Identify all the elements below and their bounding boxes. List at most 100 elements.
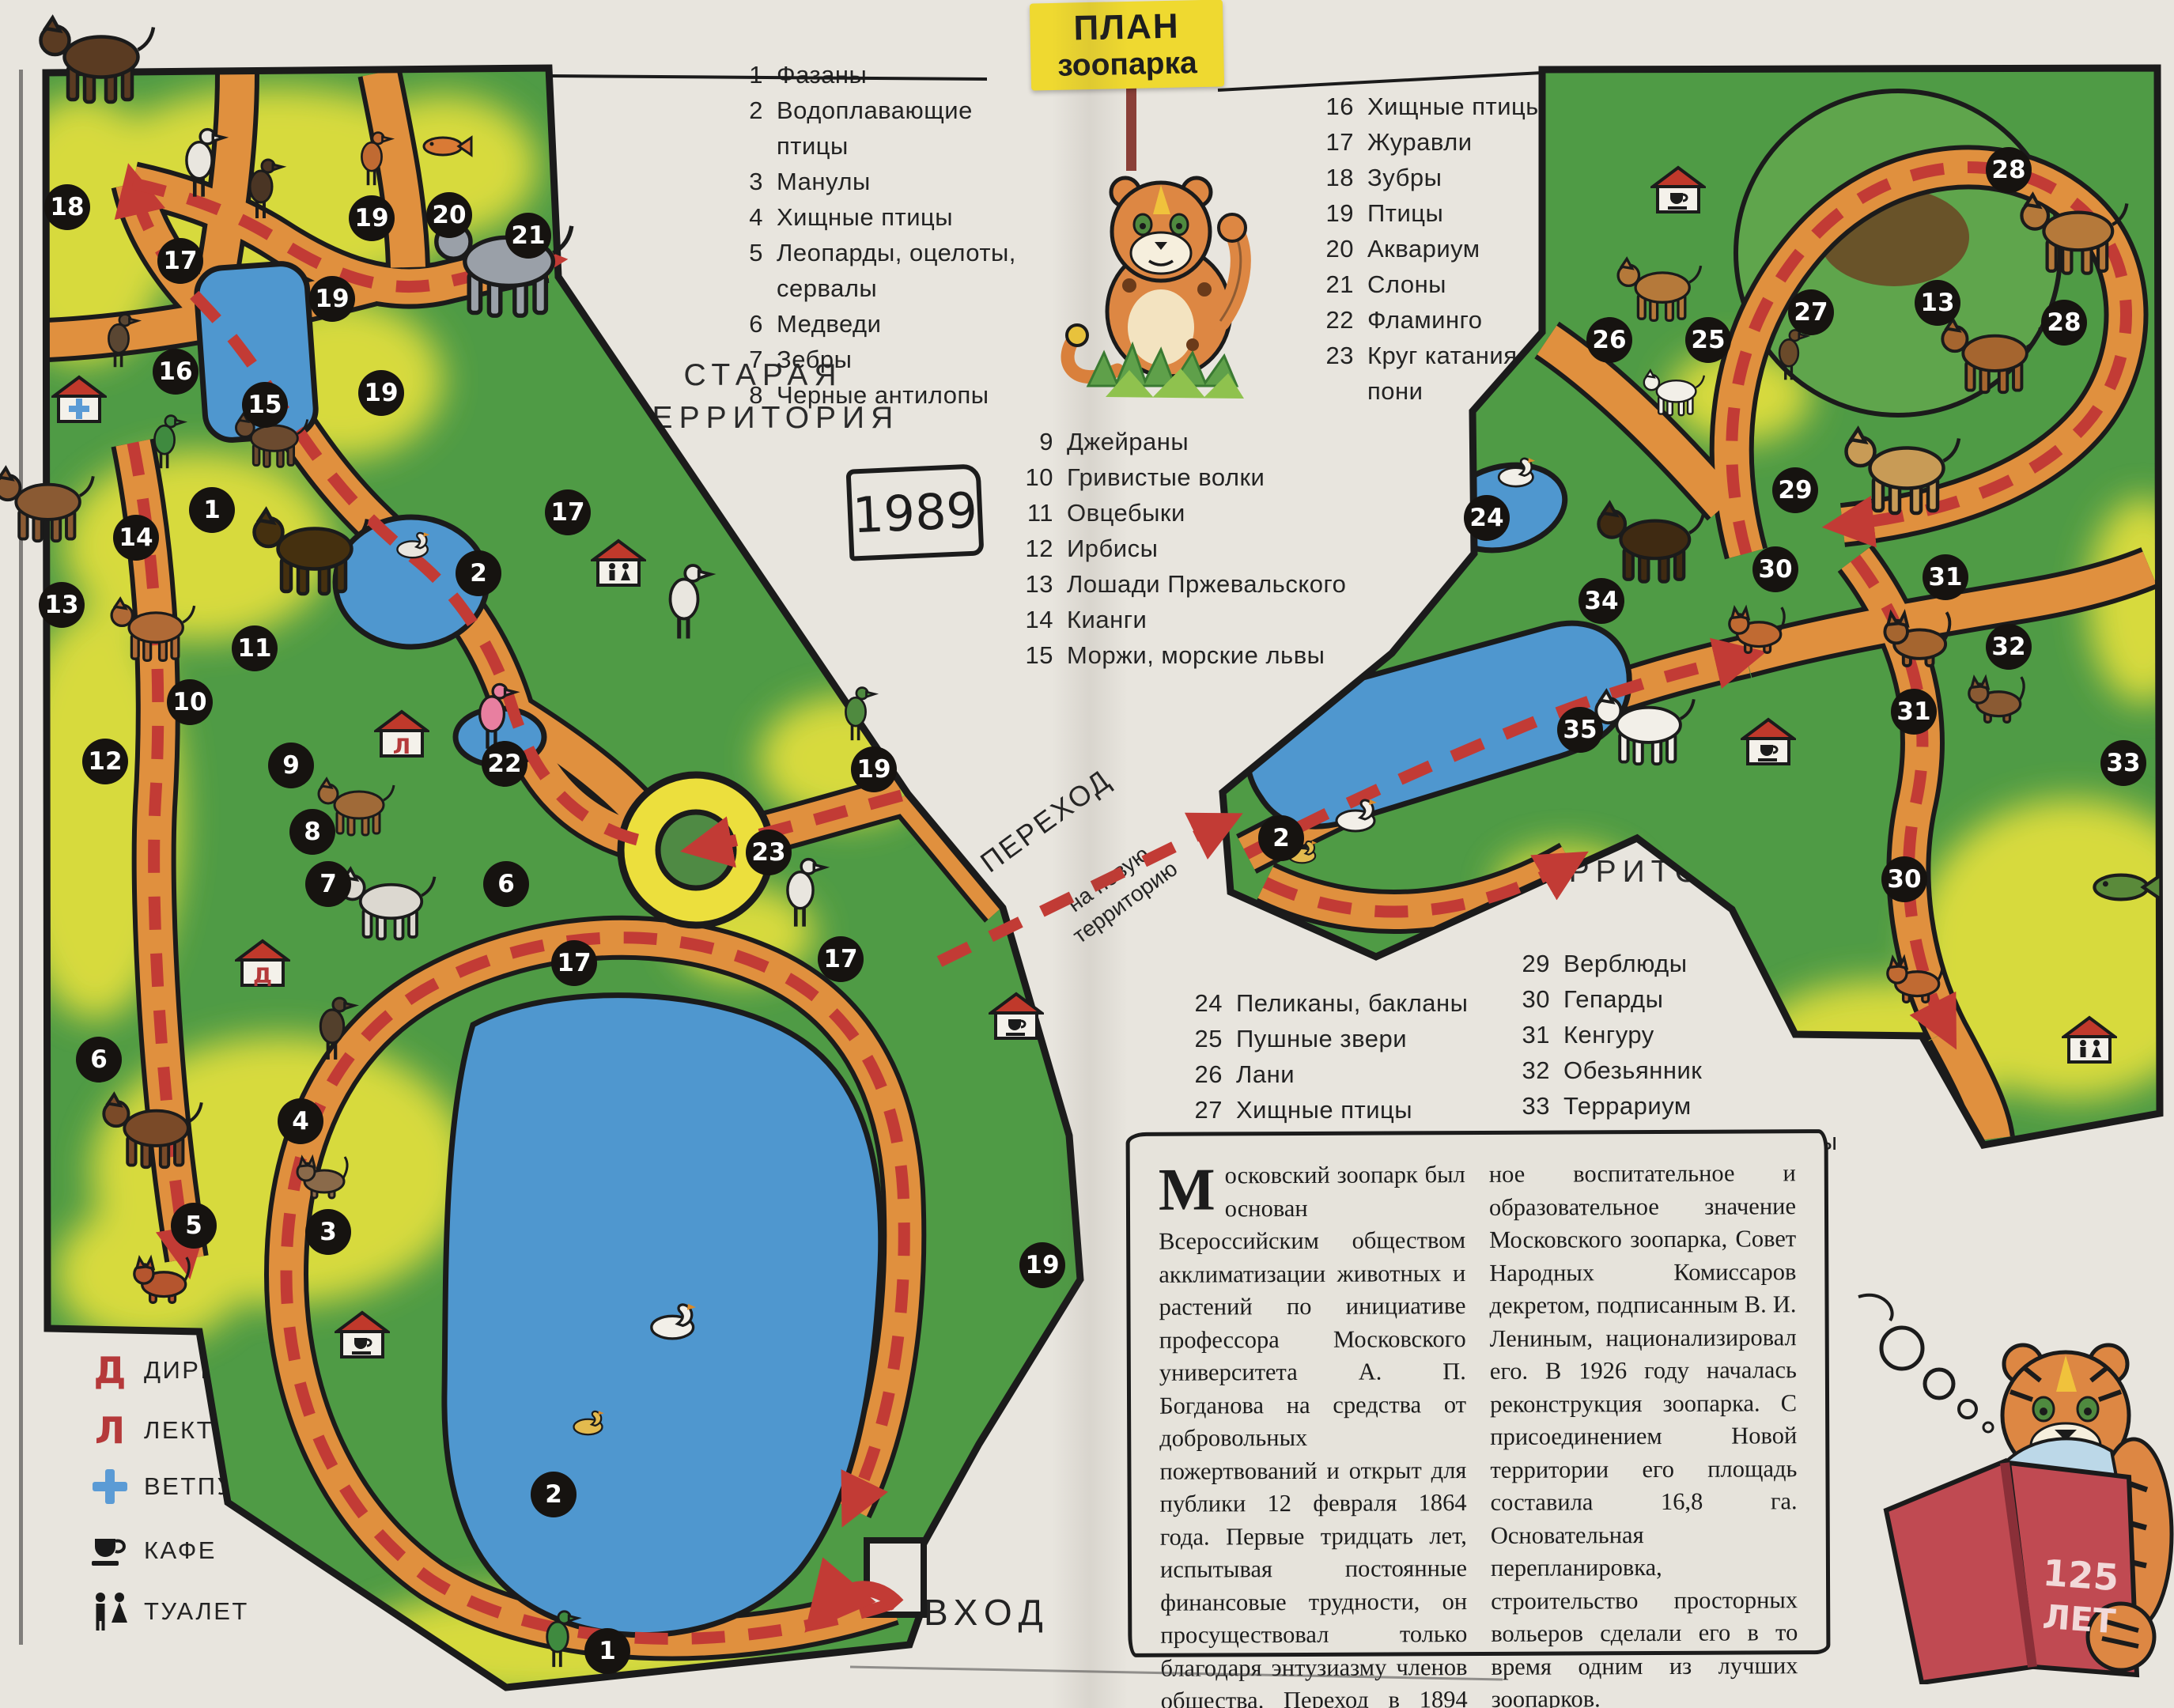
map-marker-28: 28: [2041, 300, 2087, 346]
map-marker-19: 19: [851, 746, 897, 792]
map-marker-15: 15: [242, 382, 288, 428]
legend-item-14: 14Кианги: [1025, 606, 1147, 633]
page-edge: [19, 70, 23, 1645]
book-title-let: ЛЕТ: [2041, 1597, 2117, 1641]
map-marker-12: 12: [82, 739, 128, 784]
vet-house-icon: [51, 374, 107, 425]
map-marker-29: 29: [1772, 467, 1818, 513]
map-marker-1: 1: [189, 487, 235, 533]
facility-cafe: КАФЕ: [76, 1532, 217, 1569]
map-marker-17: 17: [551, 940, 597, 986]
old-territory-title: СТАРАЯ ТЕРРИТОРИЯ: [626, 358, 900, 435]
sign-pole: [1126, 87, 1136, 171]
map-marker-35: 35: [1557, 707, 1603, 753]
cafe-house-icon: [1741, 716, 1796, 767]
svg-text:Д: Д: [253, 964, 272, 988]
wc-house-icon: [2062, 1015, 2117, 1065]
map-marker-19: 19: [358, 370, 404, 416]
direction-house-icon: Д: [235, 938, 290, 988]
cafe-house-icon: [335, 1309, 390, 1360]
vet-cross-icon: [76, 1468, 144, 1506]
anniversary-tiger-illustration: 125 ЛЕТ: [1858, 1293, 2174, 1684]
map-marker-7: 7: [305, 861, 351, 907]
map-marker-6: 6: [483, 861, 529, 907]
tiger-cub-mascot: [1061, 176, 1251, 399]
map-marker-30: 30: [1752, 546, 1798, 592]
sign-wire-left: [551, 74, 988, 81]
map-marker-17: 17: [157, 238, 203, 284]
wc-house-icon: [591, 538, 646, 588]
map-marker-19: 19: [1019, 1242, 1065, 1288]
map-marker-28: 28: [1986, 147, 2032, 193]
map-marker-1: 1: [584, 1628, 630, 1674]
map-marker-34: 34: [1579, 578, 1624, 624]
map-marker-8: 8: [289, 809, 335, 855]
sign-wire-right: [1217, 71, 1543, 92]
map-marker-16: 16: [153, 349, 198, 395]
legend-item-11: 11Овцебыки: [1027, 499, 1185, 527]
svg-text:Л: Л: [393, 735, 410, 759]
map-marker-5: 5: [171, 1203, 217, 1249]
map-marker-24: 24: [1464, 495, 1510, 541]
map-marker-21: 21: [505, 213, 551, 259]
facility-toilet: ТУАЛЕТ: [76, 1591, 249, 1632]
page-edge-line: [849, 1665, 1503, 1681]
book-title-125: 125: [2041, 1551, 2120, 1600]
map-marker-25: 25: [1685, 317, 1731, 363]
legend-item-12: 12Ирбисы: [1025, 535, 1158, 562]
map-marker-22: 22: [482, 741, 527, 787]
cafe-house-icon: [1650, 164, 1706, 215]
map-marker-18: 18: [44, 184, 90, 230]
map-marker-30: 30: [1881, 856, 1927, 902]
map-marker-19: 19: [349, 195, 395, 241]
map-marker-20: 20: [426, 192, 472, 238]
map-marker-2: 2: [1258, 815, 1304, 861]
map-marker-11: 11: [232, 625, 278, 671]
map-marker-10: 10: [167, 679, 213, 725]
map-marker-6: 6: [76, 1037, 122, 1083]
map-marker-2: 2: [531, 1472, 577, 1517]
map-marker-31: 31: [1923, 554, 1968, 600]
map-marker-13: 13: [1915, 280, 1960, 326]
map-marker-23: 23: [746, 829, 792, 875]
map-marker-2: 2: [456, 550, 501, 596]
entrance-arrow: [804, 1557, 904, 1633]
lecture-hall-icon: Л: [94, 1409, 126, 1452]
entrance-gate: [864, 1537, 927, 1618]
map-marker-33: 33: [2100, 740, 2146, 786]
map-marker-14: 14: [113, 515, 159, 561]
lecture-house-icon: Л: [374, 709, 429, 759]
direction-icon: Д: [93, 1349, 127, 1392]
map-marker-3: 3: [305, 1209, 351, 1255]
entrance-label: ВХОД: [924, 1592, 1050, 1633]
map-marker-26: 26: [1586, 317, 1632, 363]
map-marker-27: 27: [1788, 289, 1834, 335]
